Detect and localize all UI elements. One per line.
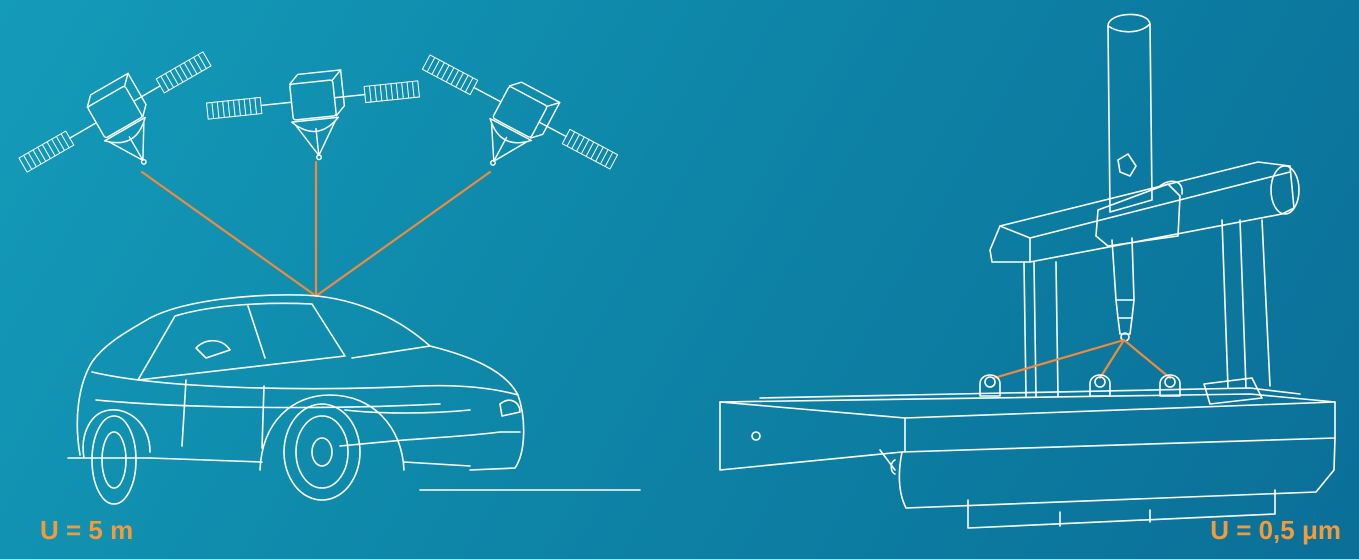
cmm-measurement-lines [994, 340, 1170, 378]
satellite-icon [398, 38, 626, 214]
gps-measurement-lines [142, 162, 490, 296]
satellite-icon [10, 36, 237, 217]
gps-uncertainty-caption: U = 5 m [40, 515, 133, 546]
car-icon [68, 295, 640, 504]
satellite-icon [205, 62, 425, 171]
cmm-uncertainty-caption: U = 0,5 μm [1210, 515, 1341, 546]
coordinate-measuring-machine-icon [720, 14, 1335, 528]
